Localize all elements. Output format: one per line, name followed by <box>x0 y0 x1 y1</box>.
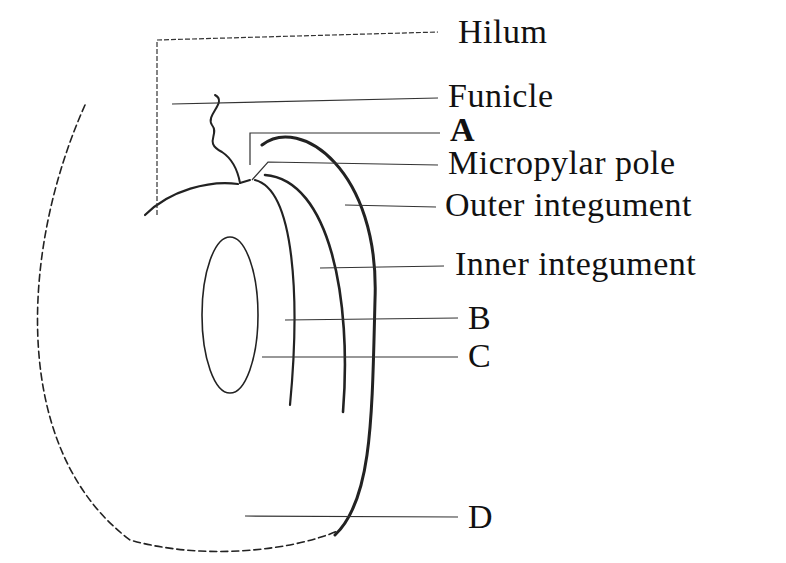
part-label: Inner integument <box>455 247 696 281</box>
leader-line <box>250 133 440 165</box>
leader-line <box>345 205 436 207</box>
part-label: Funicle <box>448 79 553 113</box>
leader-line <box>285 318 458 320</box>
callout-letter: A <box>450 113 475 147</box>
ovule-body-outline <box>37 105 340 551</box>
outer-integument-line <box>262 137 375 535</box>
part-label: Outer integument <box>445 188 692 222</box>
inner-integument-line <box>255 180 294 405</box>
leader-lines <box>157 32 458 517</box>
leader-line <box>172 98 438 104</box>
part-label: B <box>468 301 491 335</box>
part-label: Micropylar pole <box>448 146 676 180</box>
leader-line <box>262 356 458 357</box>
embryo-sac <box>202 237 258 393</box>
leader-line <box>245 516 458 517</box>
integument-left-line <box>145 183 238 215</box>
leader-line <box>157 32 438 215</box>
integument-line <box>265 175 345 412</box>
part-label: D <box>468 500 493 534</box>
part-label: Hilum <box>458 15 547 49</box>
leader-line <box>252 162 438 180</box>
part-label: C <box>468 339 491 373</box>
micropyle-line <box>240 180 250 183</box>
funicle-line <box>211 95 240 183</box>
leader-line <box>320 266 444 268</box>
